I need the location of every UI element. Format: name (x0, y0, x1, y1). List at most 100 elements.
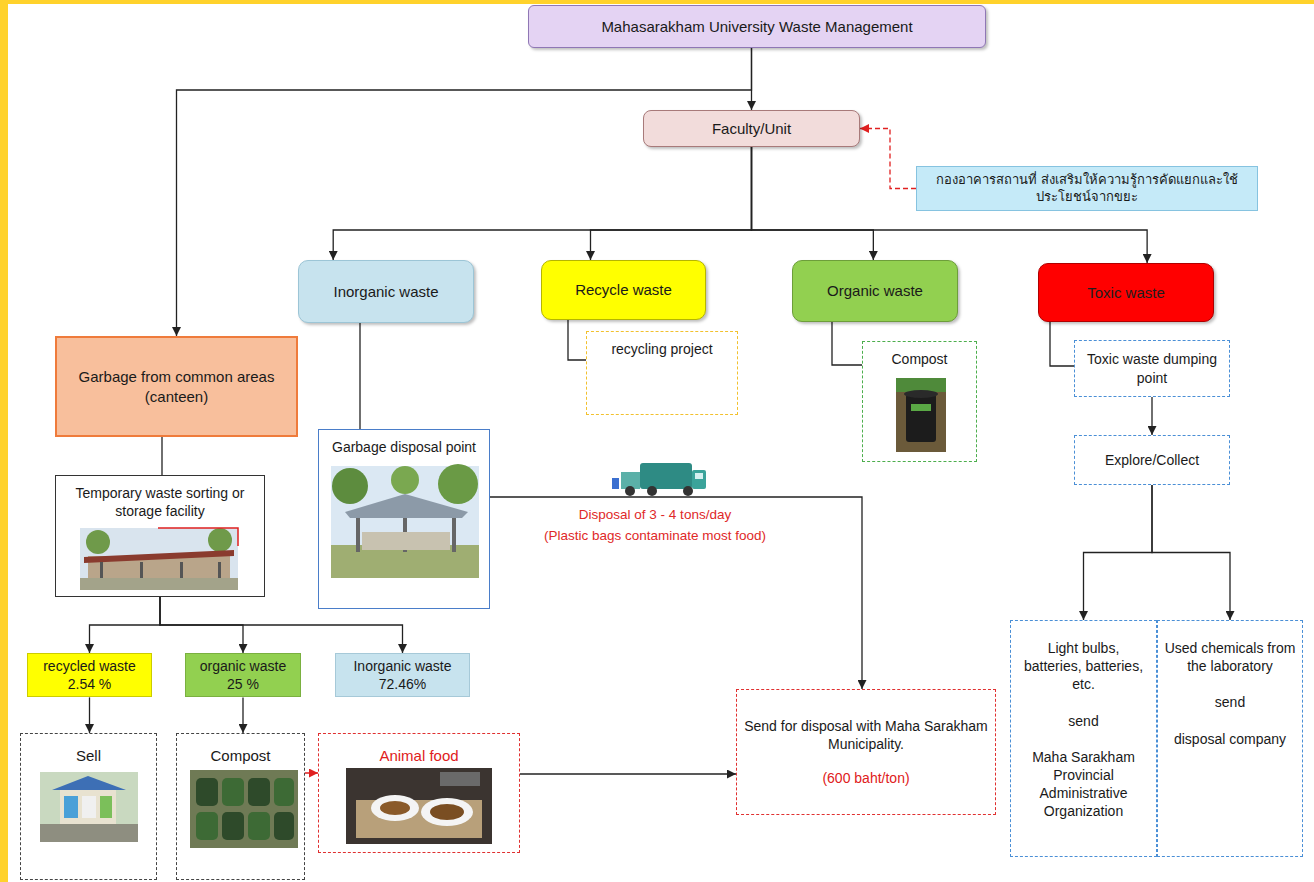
process-box: Temporary waste sorting or storage facil… (55, 475, 265, 597)
storage-building-photo (84, 550, 234, 563)
shelter-photo (345, 494, 468, 518)
process-box: Explore/Collect (1074, 435, 1230, 485)
node-text: recycling project (611, 340, 712, 358)
connector (177, 48, 752, 336)
storage-building-photo (86, 530, 110, 554)
compost-bags-photo (190, 770, 298, 848)
connector (832, 322, 862, 365)
destination-box: Send for disposal with Maha Sarakham Mun… (736, 689, 996, 815)
connector (1151, 397, 1152, 435)
truck-icon (612, 478, 619, 489)
sell-stall-photo (40, 824, 138, 842)
storage-building-photo (218, 562, 221, 578)
connector (520, 773, 736, 774)
node-text: Garbage from common areas (canteen) (63, 367, 290, 406)
storage-building-photo (140, 562, 143, 578)
category-box: Organic waste (792, 260, 958, 322)
truck-icon (640, 463, 692, 489)
process-box: Compost (862, 341, 977, 462)
note-box: กองอาคารสถานที่ ส่งเสริมให้ความรู้การคัด… (916, 166, 1258, 211)
connector (1152, 485, 1230, 620)
node-text: Inorganic waste (333, 282, 438, 302)
compost-bags-photo (190, 770, 298, 848)
animal-food-photo (371, 795, 419, 821)
note-label: (Plastic bags contaminate most food) (500, 527, 810, 545)
animal-food-photo (380, 801, 410, 815)
node-text: Explore/Collect (1105, 451, 1199, 469)
animal-food-photo (430, 804, 464, 820)
node-text: Temporary waste sorting or storage facil… (62, 484, 258, 520)
truck-icon (647, 486, 657, 496)
node-text: recycled waste (43, 657, 136, 675)
connector (1050, 322, 1074, 366)
node-text: Toxic waste (1087, 283, 1165, 303)
sell-stall-photo (40, 772, 138, 842)
node-text: send (1068, 712, 1098, 730)
node-text: Used chemicals from the laboratory (1164, 639, 1296, 675)
storage-building-photo (100, 562, 103, 578)
connector (242, 697, 243, 733)
sell-stall-photo (40, 772, 138, 842)
destination-box: Used chemicals from the laboratory send di… (1157, 620, 1303, 857)
storage-building-photo (80, 578, 238, 590)
storage-building-photo (180, 562, 183, 578)
connector (305, 772, 318, 773)
destination-box: Light bulbs, batteries, batteries, etc. s… (1010, 620, 1157, 857)
shelter-photo (391, 466, 419, 494)
animal-food-photo (421, 798, 473, 826)
compost-bags-photo (248, 812, 270, 840)
node-text: Toxic waste dumping point (1081, 350, 1223, 386)
node-text: Light bulbs, batteries, batteries, etc. (1017, 639, 1150, 694)
node-text: Compost (210, 746, 270, 766)
connector (490, 497, 862, 689)
animal-food-photo (346, 768, 492, 844)
sell-stall-photo (82, 796, 96, 818)
connector (89, 697, 90, 733)
connector (568, 320, 586, 360)
note-label: Disposal of 3 - 4 tons/day (520, 506, 790, 524)
connector (860, 129, 916, 189)
node-text: Inorganic waste (353, 657, 451, 675)
shelter-photo (362, 532, 450, 550)
outcome-box: Sell (20, 733, 157, 880)
node-text: disposal company (1174, 730, 1286, 748)
outcome-box: Compost (176, 733, 305, 880)
compost-bin-photo (906, 394, 936, 442)
shelter-photo (356, 518, 360, 552)
share-box: organic waste25 % (185, 653, 301, 697)
sell-stall-photo (60, 790, 116, 824)
animal-food-photo (440, 772, 480, 786)
node-text: 25 % (227, 675, 259, 693)
node-text: Recycle waste (575, 280, 672, 300)
sell-stall-photo (52, 776, 126, 790)
node-text: Sell (76, 746, 101, 766)
category-box: Toxic waste (1038, 263, 1214, 322)
node-text: send (1215, 693, 1245, 711)
shelter-photo (332, 468, 368, 504)
category-box: Inorganic waste (298, 260, 474, 323)
sell-stall-photo (64, 796, 78, 818)
unit-box: Faculty/Unit (643, 110, 860, 147)
node-text: Faculty/Unit (712, 119, 791, 139)
truck-icon (695, 473, 703, 479)
node-text: Compost (891, 350, 947, 368)
connector (1084, 485, 1153, 620)
compost-bags-photo (274, 778, 294, 806)
connector (359, 323, 360, 429)
share-box: Inorganic waste72.46% (335, 653, 470, 697)
node-text: Mahasarakham University Waste Management (601, 17, 912, 37)
truck-icon (692, 470, 706, 489)
node-text: Send for disposal with Maha Sarakham Mun… (743, 717, 989, 753)
compost-bin-photo (896, 378, 946, 452)
node-text: Animal food (379, 746, 458, 766)
truck-icon (612, 463, 706, 496)
node-text: Maha Sarakham Provincial Administrative … (1017, 748, 1150, 821)
source-box: Garbage from common areas (canteen) (55, 336, 298, 437)
compost-bin-photo (896, 378, 946, 452)
storage-building-photo (208, 528, 232, 552)
sell-stall-photo (100, 796, 112, 818)
node-text: กองอาคารสถานที่ ส่งเสริมให้ความรู้การคัด… (923, 172, 1251, 206)
storage-building-photo (158, 528, 238, 546)
compost-bags-photo (196, 812, 218, 840)
